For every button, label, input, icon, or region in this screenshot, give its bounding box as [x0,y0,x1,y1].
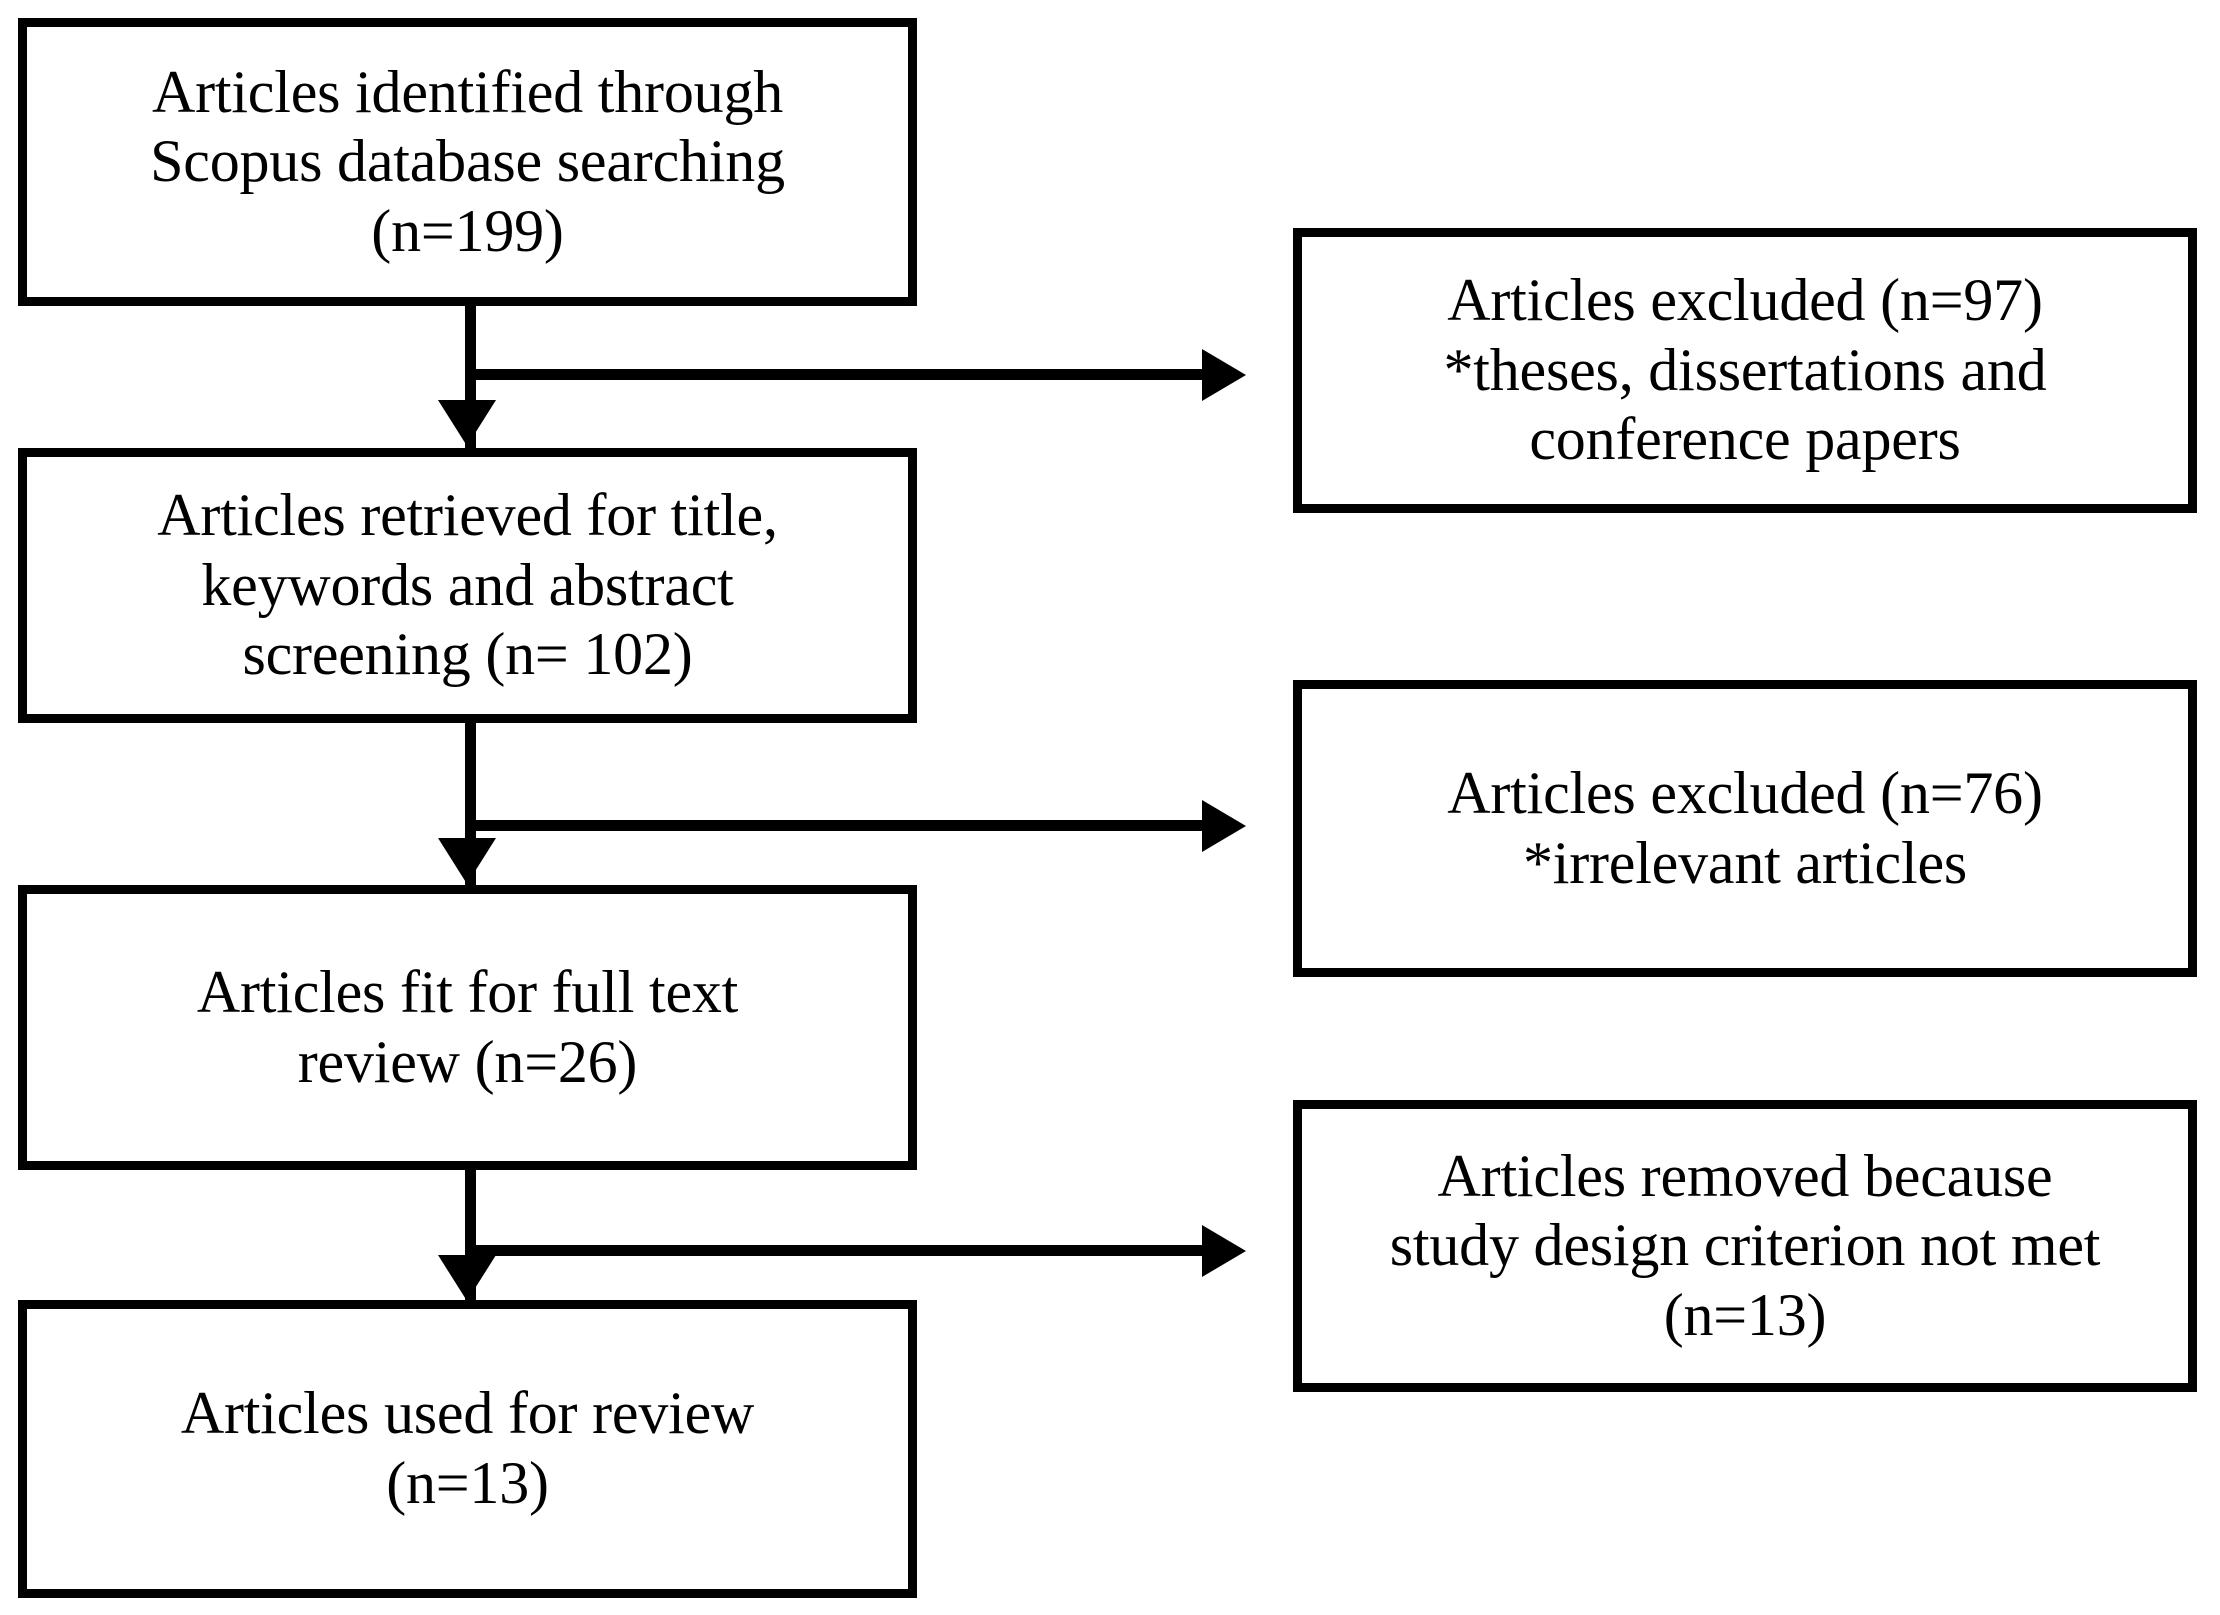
articles-used-label: Articles used for review (n=13) [180,1380,755,1516]
articles-removed-label: Articles removed because study design cr… [1389,1142,2101,1348]
articles-full-text-box: Articles fit for full text review (n=26) [18,885,917,1170]
connector-vertical-3 [465,1170,476,1304]
arrowhead-right-1 [1202,349,1246,401]
articles-identified-label: Articles identified through Scopus datab… [150,58,785,264]
arrowhead-down-1 [438,400,496,446]
arrowhead-down-3 [438,1255,496,1301]
articles-retrieved-label: Articles retrieved for title, keywords a… [157,482,778,688]
articles-full-text-label: Articles fit for full text review (n=26) [196,958,739,1095]
articles-removed-box: Articles removed because study design cr… [1293,1100,2197,1392]
articles-excluded-97-box: Articles excluded (n=97) *theses, disser… [1293,228,2197,513]
articles-retrieved-box: Articles retrieved for title, keywords a… [18,448,917,723]
connector-horizontal-2 [465,820,1202,831]
articles-excluded-76-box: Articles excluded (n=76) *irrelevant art… [1293,680,2197,977]
connector-vertical-2 [465,723,476,889]
arrowhead-right-3 [1202,1225,1246,1277]
arrowhead-down-2 [438,838,496,884]
connector-horizontal-3 [465,1245,1202,1256]
articles-used-box: Articles used for review (n=13) [18,1300,917,1598]
connector-horizontal-1 [465,369,1202,380]
arrowhead-right-2 [1202,800,1246,852]
articles-excluded-76-label: Articles excluded (n=76) *irrelevant art… [1447,759,2043,896]
articles-excluded-97-label: Articles excluded (n=97) *theses, disser… [1443,267,2047,473]
articles-identified-box: Articles identified through Scopus datab… [18,18,917,306]
